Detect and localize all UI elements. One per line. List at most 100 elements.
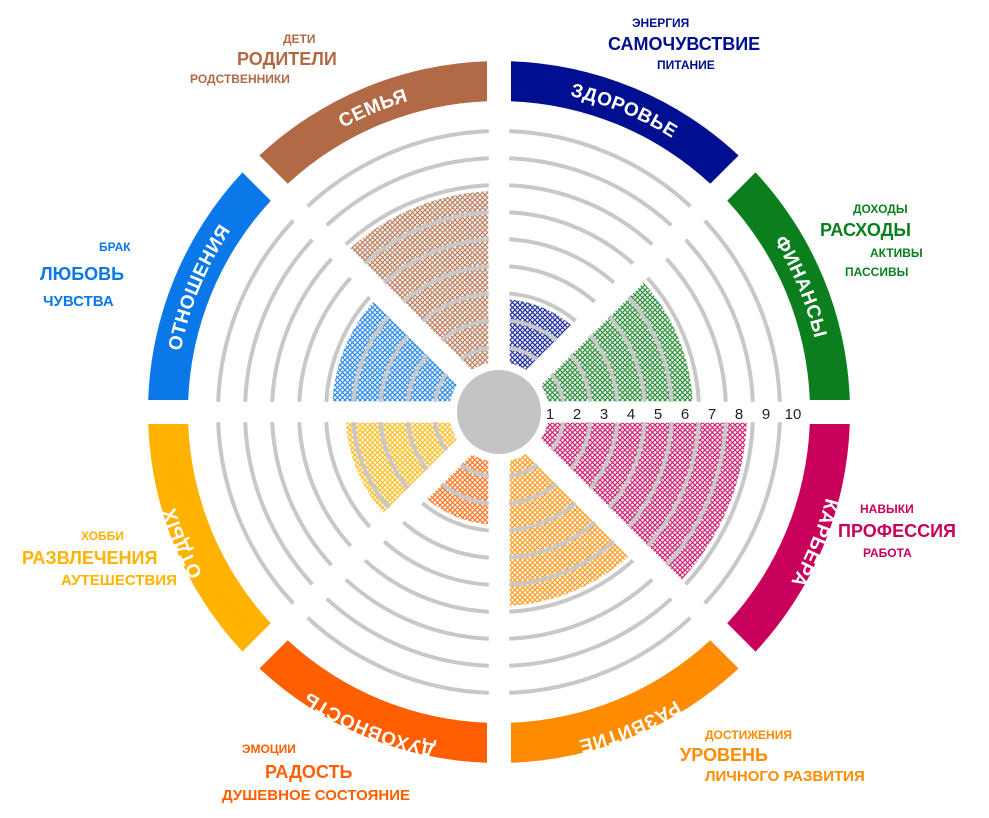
scale-label-4: 4	[627, 406, 635, 423]
scale-ring-5	[607, 422, 647, 510]
scale-ring-9	[243, 422, 314, 586]
scale-ring-9	[509, 156, 673, 227]
scale-ring-7	[363, 210, 489, 266]
scale-ring-10	[216, 422, 295, 605]
sector-fills	[332, 191, 747, 606]
scale-ring-7	[645, 422, 701, 548]
scale-ring-5	[351, 314, 391, 402]
band-leisure	[148, 423, 271, 652]
band-family	[259, 61, 488, 184]
scale-ring-3	[569, 353, 593, 403]
scale-ring-10	[703, 422, 782, 605]
scale-label-7: 7	[708, 406, 716, 423]
scale-ring-3	[440, 482, 490, 506]
scale-label-8: 8	[735, 406, 743, 423]
keyword-career-0: НАВЫКИ	[860, 502, 914, 516]
scale-ring-6	[509, 539, 616, 587]
keyword-development-0: ДОСТИЖЕНИЯ	[705, 728, 792, 742]
category-bands: ЗДОРОВЬЕФИНАНСЫКАРЬЕРАРАЗВИТИЕДУХОВНОСТЬ…	[148, 61, 850, 763]
scale-label-1: 1	[546, 406, 554, 423]
scale-ring-4	[378, 334, 410, 402]
scale-ring-4	[421, 291, 489, 323]
scale-ring-8	[270, 422, 333, 567]
scale-ring-7	[297, 422, 353, 548]
sector-fill-career	[541, 422, 747, 580]
keyword-finances-3: ПАССИВЫ	[845, 265, 909, 279]
scale-ring-7	[645, 276, 701, 402]
scale-ring-9	[684, 422, 755, 586]
scale-ring-7	[363, 558, 489, 614]
scale-ring-6	[382, 539, 489, 587]
scale-ring-10	[509, 129, 692, 208]
band-career	[727, 423, 850, 652]
scale-ring-9	[684, 238, 755, 402]
scale-ring-8	[665, 257, 728, 402]
scale-ring-7	[297, 276, 353, 402]
keyword-spirituality-2: ДУШЕВНОЕ СОСТОЯНИЕ	[222, 787, 411, 804]
scale-ring-4	[378, 422, 410, 490]
keyword-leisure-2: АУТЕШЕСТВИЯ	[61, 572, 177, 589]
scale-ring-5	[509, 264, 597, 304]
sector-fill-family	[350, 191, 489, 370]
scale-label-9: 9	[762, 406, 770, 423]
keyword-spirituality-1: РАДОСТЬ	[265, 762, 353, 782]
scale-ring-7	[509, 558, 635, 614]
keyword-relationships-0: БРАК	[99, 240, 131, 254]
scale-ring-4	[509, 291, 577, 323]
keyword-finances-0: ДОХОДЫ	[853, 202, 908, 216]
band-finances	[727, 172, 850, 401]
keyword-relationships-2: ЧУВСТВА	[43, 293, 114, 310]
sector-fill-development	[509, 454, 629, 606]
scale-ring-3	[508, 318, 558, 342]
keyword-leisure-1: РАЗВЛЕЧЕНИЯ	[22, 548, 158, 568]
scale-label-10: 10	[785, 406, 802, 423]
scale-ring-4	[588, 422, 620, 490]
scale-ring-2	[432, 421, 449, 452]
scale-ring-5	[351, 422, 391, 510]
scale-ring-3	[405, 353, 429, 403]
scale-label-6: 6	[681, 406, 689, 423]
scale-label-3: 3	[600, 406, 608, 423]
scale-ring-3	[508, 482, 558, 506]
scale-ring-3	[569, 421, 593, 471]
scale-ring-8	[509, 183, 654, 246]
scale-ring-8	[270, 257, 333, 402]
scale-ring-5	[401, 520, 489, 560]
scale-ring-5	[607, 314, 647, 402]
center-circle	[457, 370, 541, 454]
scale-ring-2	[459, 345, 490, 362]
scale-ring-10	[306, 129, 489, 208]
keyword-leisure-0: ХОББИ	[81, 529, 124, 543]
scale-ring-7	[509, 210, 635, 266]
keyword-development-1: УРОВЕНЬ	[680, 745, 768, 765]
sector-fill-finances	[541, 282, 693, 402]
keyword-family-2: РОДСТВЕННИКИ	[190, 72, 290, 86]
scale-ring-3	[440, 318, 490, 342]
scale-ring-6	[382, 237, 489, 285]
scale-rings	[216, 129, 782, 695]
keyword-career-2: РАБОТА	[863, 546, 912, 560]
scale-ring-10	[216, 219, 295, 402]
band-spirituality	[259, 640, 488, 763]
scale-ring-8	[509, 578, 654, 641]
scale-ring-6	[324, 295, 372, 402]
scale-ring-4	[509, 501, 577, 533]
scale-ring-5	[509, 520, 597, 560]
scale-ring-4	[421, 501, 489, 533]
keyword-finances-1: РАСХОДЫ	[820, 220, 912, 240]
scale-ring-2	[432, 372, 449, 403]
keyword-career-1: ПРОФЕССИЯ	[838, 521, 956, 541]
scale-ring-10	[509, 616, 692, 695]
scale-ring-2	[508, 462, 539, 479]
scale-ring-2	[549, 372, 566, 403]
scale-label-5: 5	[654, 406, 662, 423]
scale-ring-8	[344, 183, 489, 246]
scale-ring-6	[324, 422, 372, 529]
band-development	[510, 640, 739, 763]
keyword-health-1: САМОЧУВСТВИЕ	[608, 34, 761, 54]
keyword-health-2: ПИТАНИЕ	[657, 58, 715, 72]
keyword-finances-2: АКТИВЫ	[870, 246, 923, 260]
band-health	[510, 61, 739, 184]
scale-ring-10	[703, 219, 782, 402]
